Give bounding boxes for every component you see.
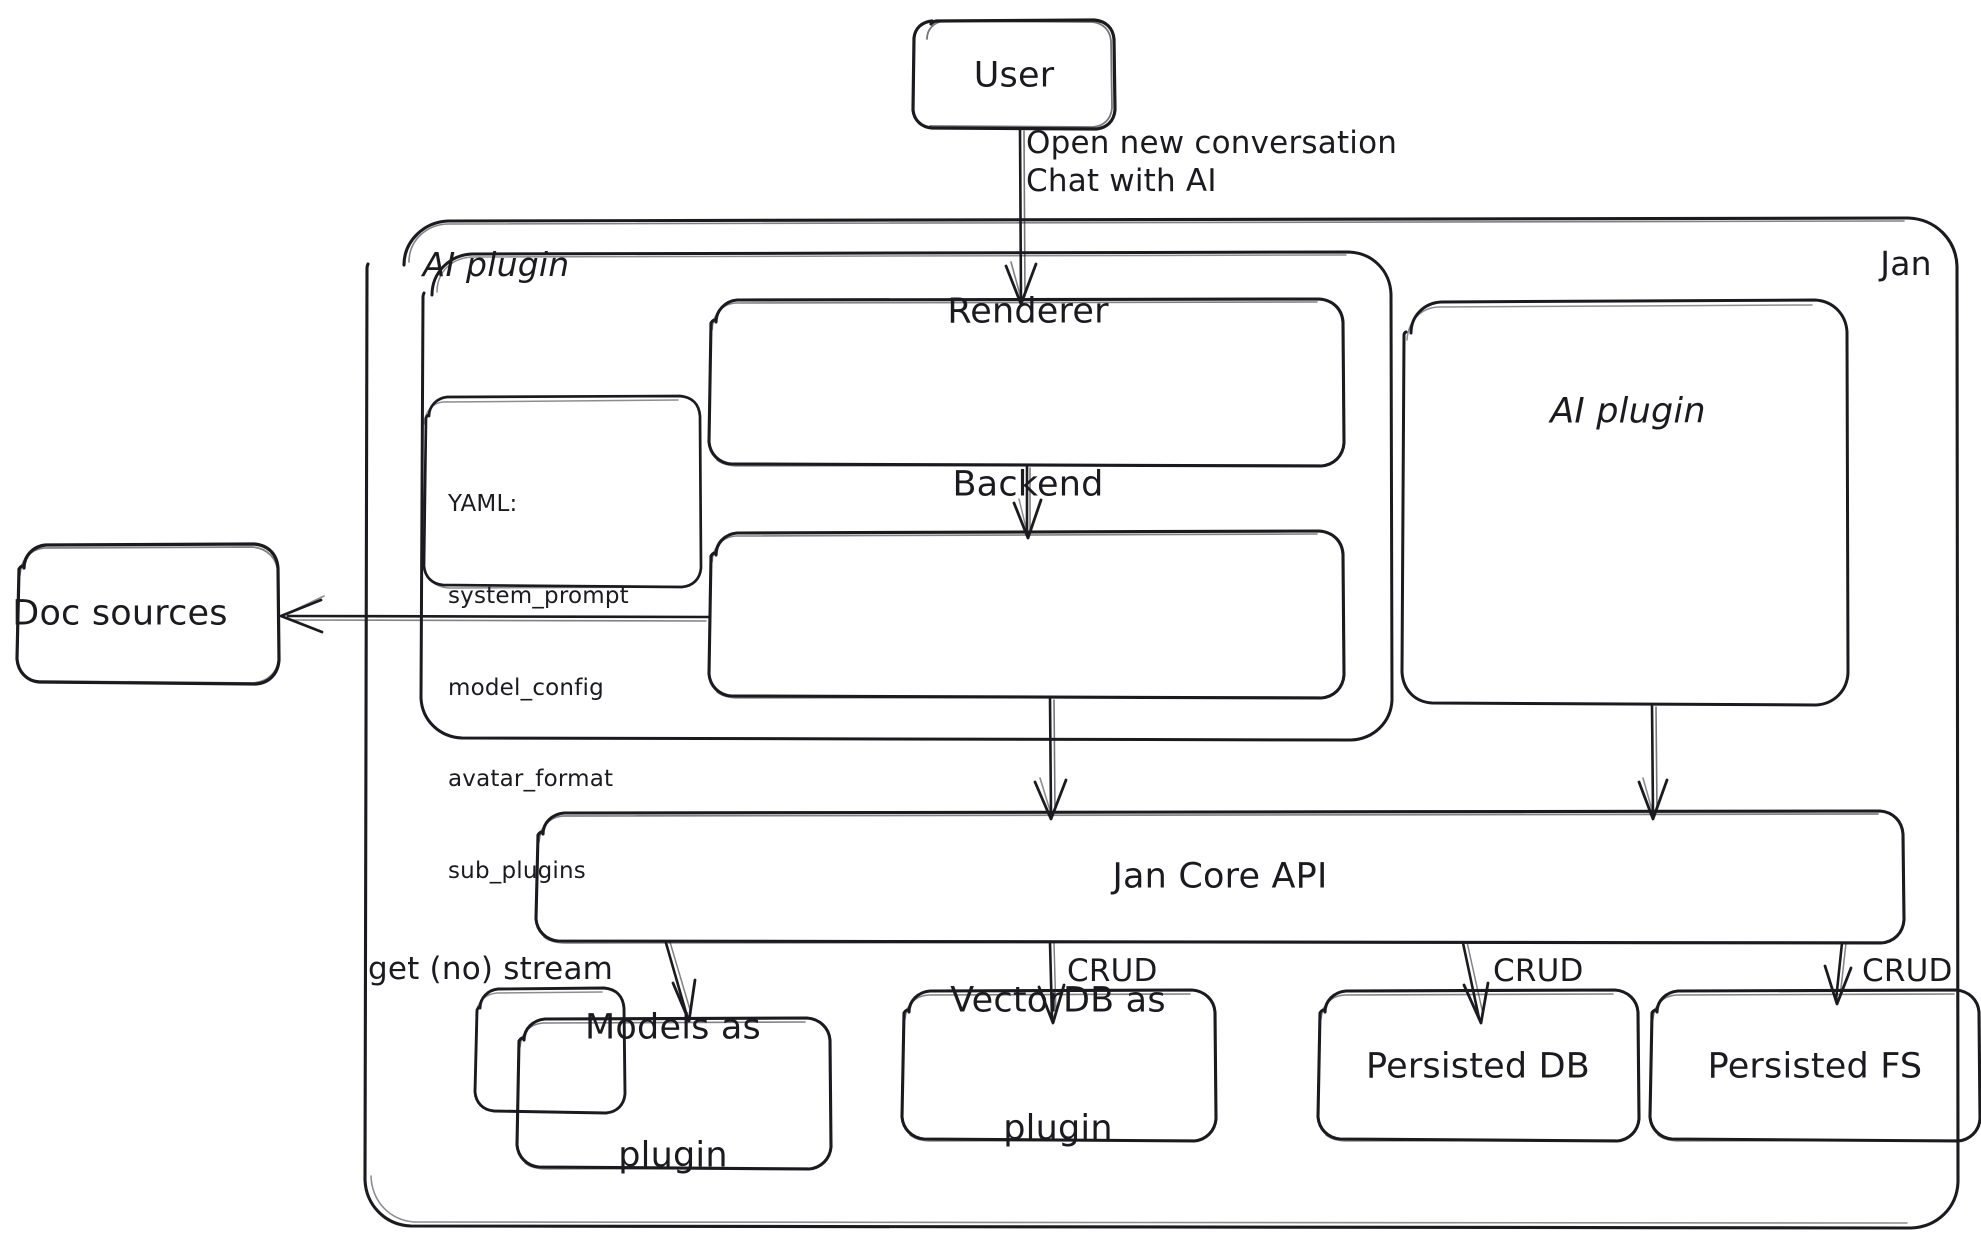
node-vectordb-plugin-label-line2: plugin (1003, 1108, 1113, 1149)
node-persisted-fs-shape (1648, 988, 1981, 1143)
yaml-note-title: YAML: (448, 491, 518, 518)
node-models-plugin-label-line1: Models as (585, 1007, 761, 1048)
node-models-plugin-label: Models as plugin (523, 921, 823, 1246)
node-vectordb-plugin-shape (900, 988, 1218, 1143)
node-ai-plugin-right-shape (1400, 298, 1850, 707)
node-persisted-db-shape (1316, 988, 1641, 1143)
node-ai-plugin-right-label: AI plugin (1550, 391, 1706, 432)
node-doc-sources-shape (15, 542, 281, 686)
edge-core-to-models-label: get (no) stream (368, 951, 614, 988)
container-jan (363, 216, 1960, 1230)
edge-user-to-renderer-label-line2: Chat with AI (1026, 163, 1217, 200)
edge-core-to-persisted-db-label: CRUD (1493, 953, 1584, 990)
container-ai-plugin-group (419, 250, 1394, 742)
edge-core-to-persisted-fs-label: CRUD (1862, 953, 1953, 990)
node-backend-label: Backend (952, 464, 1104, 505)
edge-core-to-vectordb (1037, 941, 1066, 1025)
node-models-plugin-label-line2: plugin (618, 1135, 728, 1176)
yaml-note-item-2: avatar_format (448, 766, 614, 793)
edge-core-to-persisted-db (1461, 941, 1490, 1025)
edge-core-to-vectordb-label: CRUD (1067, 953, 1158, 990)
container-ai-plugin-group-label: AI plugin (422, 244, 570, 284)
edge-user-to-renderer (1004, 127, 1038, 306)
node-user-shape (911, 18, 1117, 131)
node-yaml-note: YAML: system_prompt model_config avatar_… (448, 428, 629, 948)
edge-backend-to-core (1033, 696, 1068, 821)
container-jan-label: Jan (1880, 243, 1932, 283)
node-doc-sources-label: Doc sources (12, 593, 228, 634)
yaml-note-item-3: sub_plugins (448, 858, 586, 885)
edge-user-to-renderer-label-line1: Open new conversation (1026, 125, 1398, 162)
node-models-plugin-shape (473, 986, 833, 1171)
node-vectordb-plugin-label: VectorDB as plugin (908, 894, 1208, 1236)
node-yaml-note-shape (422, 394, 703, 589)
node-renderer-shape (707, 297, 1346, 468)
edge-renderer-to-backend (1012, 464, 1043, 540)
node-persisted-db-label: Persisted DB (1366, 1046, 1590, 1087)
node-renderer-label: Renderer (947, 291, 1109, 332)
edge-core-to-models (664, 941, 697, 1023)
node-persisted-fs-label: Persisted FS (1707, 1046, 1923, 1087)
yaml-note-item-1: model_config (448, 674, 604, 701)
edge-core-to-persisted-fs (1823, 941, 1853, 1006)
node-jan-core-api-shape (534, 809, 1906, 945)
node-vectordb-plugin-label-line1: VectorDB as (950, 980, 1166, 1021)
node-jan-core-api-label: Jan Core API (1112, 856, 1328, 897)
edge-ai-plugin-to-core (1637, 703, 1669, 821)
node-backend-shape (707, 529, 1346, 700)
yaml-note-item-0: system_prompt (448, 582, 629, 609)
edge-backend-to-doc-sources (279, 595, 711, 634)
node-user-label: User (973, 55, 1055, 96)
